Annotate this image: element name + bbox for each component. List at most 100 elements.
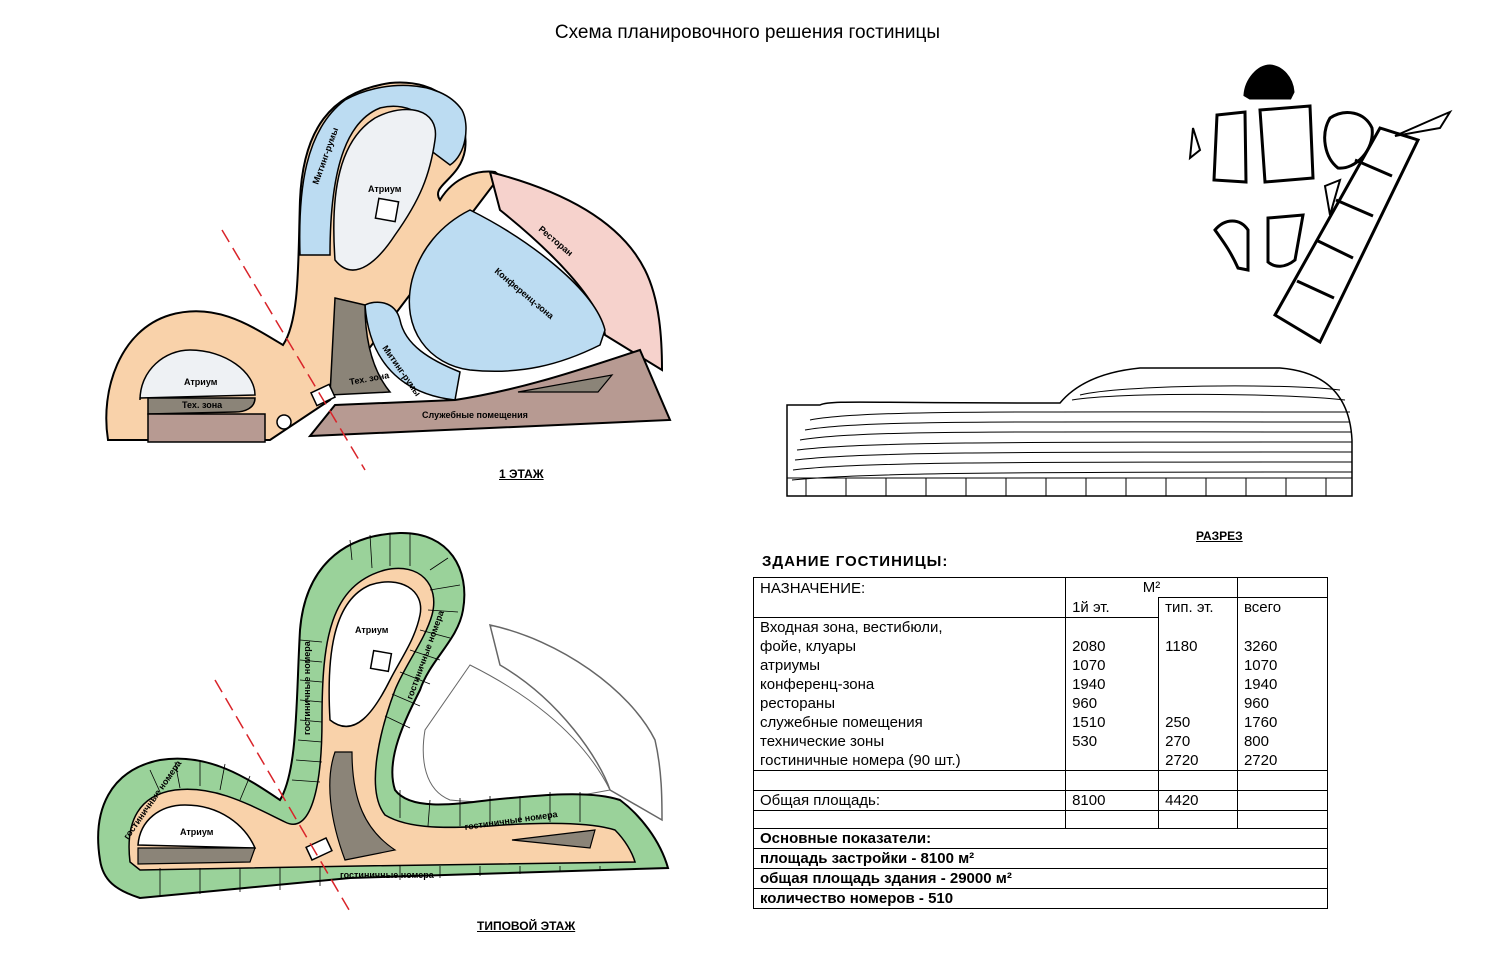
typical-section-axis	[214, 679, 353, 916]
page-title: Схема планировочного решения гостиницы	[554, 22, 941, 43]
typical-label-atrium-lower: Атриум	[180, 827, 214, 837]
floor1-caption: 1 ЭТАЖ	[499, 467, 544, 481]
site-block-3	[1213, 219, 1250, 272]
row-5-v3: 800	[1236, 731, 1329, 751]
site-block-1	[1212, 110, 1248, 184]
area-table: НАЗНАЧЕНИЕ: М² 1й эт. тип. эт. всего Вхо…	[752, 577, 1329, 909]
site-tower-div-2	[1335, 198, 1374, 218]
floor1-meeting-rooms-lower	[364, 301, 461, 401]
table-row: рестораны 960 960	[752, 693, 1329, 713]
indicators-title: Основные показатели:	[753, 827, 1328, 848]
typical-room-divisions	[149, 533, 601, 896]
row-6-v2: 2720	[1158, 750, 1238, 770]
row-6-name: гостиничные номера (90 шт.)	[752, 750, 1067, 770]
row-1-name: атриумы	[752, 655, 1067, 675]
site-top-sliver	[1394, 109, 1453, 137]
typical-atrium-lower-zone	[137, 804, 257, 849]
header-col2: тип. эт.	[1158, 597, 1238, 617]
indicator-row: общая площадь здания - 29000 м²	[753, 867, 1328, 888]
floor1-label-atrium-upper: Атриум	[368, 184, 402, 194]
table-total-row: Общая площадь: 8100 4420	[752, 789, 1329, 810]
table-row: Входная зона, вестибюли,	[752, 616, 1329, 637]
typical-stair-icon	[369, 649, 393, 673]
floor1-stair-icon-2	[309, 383, 337, 407]
site-dark-blob	[1243, 64, 1295, 100]
floor1-meeting-rooms-upper	[298, 84, 467, 256]
site-block-4	[1266, 213, 1305, 268]
typical-lower-building-outline	[488, 624, 663, 822]
floor1-stair-icon	[374, 197, 400, 223]
floor1-tech-strip	[517, 374, 614, 393]
site-tower-div-1	[1354, 158, 1393, 178]
typical-floor-caption: ТИПОВОЙ ЭТАЖ	[477, 919, 576, 933]
header-unit: М²	[1065, 577, 1238, 598]
site-small-arrow	[1323, 178, 1342, 216]
table-row: технические зоны 530 270 800	[752, 731, 1329, 751]
row-2-name: конференц-зона	[752, 674, 1067, 694]
indicators-title-row: Основные показатели:	[753, 827, 1328, 848]
table-row: гостиничные номера (90 шт.) 2720 2720	[752, 750, 1329, 770]
typical-label-rooms-left: гостиничные номера	[302, 640, 312, 735]
total-v2: 4420	[1158, 789, 1238, 810]
table-subheader-row: 1й эт. тип. эт. всего	[752, 597, 1329, 617]
indicator-2: количество номеров - 510	[753, 887, 1328, 909]
indicator-row: количество номеров - 510	[753, 887, 1328, 909]
typical-stair-icon-2	[305, 837, 333, 861]
row-0-name1: Входная зона, вестибюли,	[752, 616, 1067, 637]
row-4-v1: 1510	[1065, 712, 1160, 732]
row-0-v3: 3260	[1236, 636, 1329, 656]
indicator-row: площадь застройки - 8100 м²	[753, 847, 1328, 868]
floor1-restaurant-zone	[488, 170, 664, 372]
header-col1: 1й эт.	[1065, 597, 1160, 617]
row-3-v1: 960	[1065, 693, 1160, 713]
table-row: фойе, клуары 2080 1180 3260	[752, 636, 1329, 656]
indicator-1: общая площадь здания - 29000 м²	[753, 867, 1328, 888]
header-purpose: НАЗНАЧЕНИЕ:	[752, 577, 1067, 598]
section-caption: РАЗРЕЗ	[1196, 529, 1243, 543]
table-row: конференц-зона 1940 1940	[752, 674, 1329, 694]
row-4-name: служебные помещения	[752, 712, 1067, 732]
floor1-section-axis	[221, 229, 366, 471]
typical-tech-center	[329, 751, 397, 861]
floor1-tech-zone-center	[329, 297, 392, 396]
table-caption: ЗДАНИЕ ГОСТИНИЦЫ:	[762, 553, 949, 570]
floor1-service-zone-right	[307, 348, 672, 438]
floor1-plan: Атриум Атриум Митинг-румы Митинг-румы Ре…	[105, 81, 672, 471]
typical-floor-plan: Атриум Атриум гостиничные номера гостини…	[97, 531, 670, 916]
row-2-v3: 1940	[1236, 674, 1329, 694]
site-left-mark	[1188, 127, 1202, 161]
typical-label-atrium-upper: Атриум	[355, 625, 389, 635]
row-0-v1: 2080	[1065, 636, 1160, 656]
row-0-name2: фойе, клуары	[752, 636, 1067, 656]
row-3-v2	[1158, 693, 1238, 713]
floor1-label-atrium-lower: Атриум	[184, 377, 218, 387]
site-block-2	[1258, 104, 1315, 184]
row-4-v2: 250	[1158, 712, 1238, 732]
row-2-v1: 1940	[1065, 674, 1160, 694]
row-5-name: технические зоны	[752, 731, 1067, 751]
table-row: атриумы 1070 1070	[752, 655, 1329, 675]
section-elevation	[786, 367, 1353, 497]
floor1-atrium-lower-zone	[139, 349, 256, 401]
floor1-atrium-upper-zone	[333, 108, 437, 271]
floor1-label-service: Служебные помещения	[422, 410, 528, 420]
table-header-row: НАЗНАЧЕНИЕ: М²	[752, 577, 1329, 598]
row-6-v1	[1065, 750, 1160, 770]
table-spacer-row	[752, 769, 1329, 790]
row-4-v3: 1760	[1236, 712, 1329, 732]
row-5-v1: 530	[1065, 731, 1160, 751]
row-3-name: рестораны	[752, 693, 1067, 713]
row-3-v3: 960	[1236, 693, 1329, 713]
floor1-label-tech-left: Тех. зона	[182, 400, 223, 410]
site-plan	[1188, 64, 1453, 345]
section-outline	[786, 367, 1353, 497]
floor1-tech-zone-left	[147, 397, 256, 415]
table-spacer-row-2	[752, 809, 1329, 828]
row-2-v2	[1158, 674, 1238, 694]
site-tower-div-3	[1315, 238, 1354, 260]
row-6-v3: 2720	[1236, 750, 1329, 770]
row-1-v2	[1158, 655, 1238, 675]
total-v1: 8100	[1065, 789, 1160, 810]
row-1-v1: 1070	[1065, 655, 1160, 675]
